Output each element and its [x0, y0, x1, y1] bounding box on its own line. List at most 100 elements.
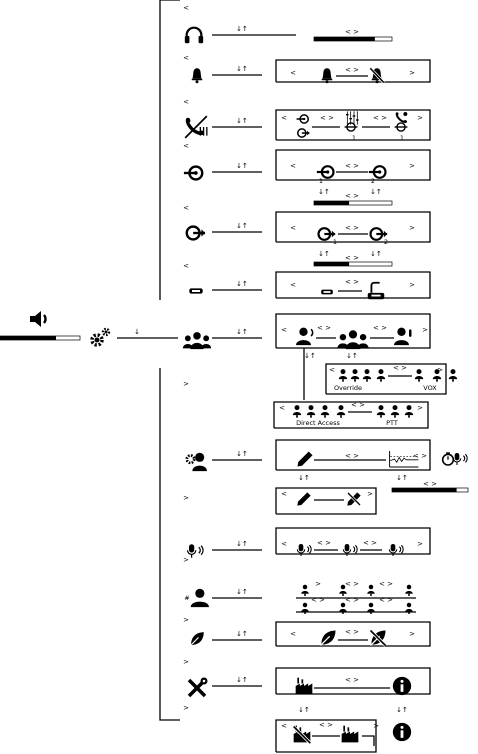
- headphone-level-fill: [314, 37, 375, 41]
- leftright-arrow: < >: [351, 401, 365, 409]
- updown-arrow: ↓↑: [396, 474, 408, 482]
- listen-sens-level-fill: [392, 488, 457, 492]
- updown-arrow: ↓↑: [318, 250, 330, 258]
- leftright-arrow: < >: [311, 596, 325, 604]
- user-group-icon: [337, 330, 369, 350]
- leftright-arrow: < >: [345, 162, 359, 170]
- user-settings-submenu: [275, 439, 431, 471]
- number-label: 1: [333, 238, 337, 246]
- person-icon: [338, 369, 348, 382]
- back-arrow: <: [183, 204, 189, 212]
- forward-arrow: >: [409, 162, 415, 170]
- person-icon: [404, 405, 414, 418]
- phone-icon: [321, 289, 333, 295]
- leftright-arrow: < >: [345, 28, 359, 36]
- person-icon: [320, 405, 330, 418]
- phone-stand-icon: [366, 281, 386, 301]
- leftright-arrow: < >: [423, 480, 437, 488]
- leftright-arrow: < >: [345, 192, 359, 200]
- back-arrow: <: [281, 540, 287, 548]
- forward-arrow: >: [417, 404, 423, 412]
- leftright-arrow: < >: [345, 596, 359, 604]
- user-hand-icon: [394, 327, 412, 346]
- leftright-arrow: < >: [373, 324, 387, 332]
- back-arrow: <: [183, 262, 189, 270]
- forward-arrow: >: [373, 722, 379, 730]
- forward-arrow: >: [417, 114, 423, 122]
- updown-arrow: ↓↑: [236, 328, 248, 336]
- leftright-arrow: < >: [345, 452, 359, 460]
- hash-label: #: [184, 594, 189, 602]
- person-icon: [367, 584, 375, 596]
- forward-arrow: >: [409, 630, 415, 638]
- updown-arrow: ↓↑: [236, 450, 248, 458]
- person-icon: [306, 405, 316, 418]
- leftright-arrow: < >: [393, 364, 407, 372]
- updown-arrow: ↓↑: [236, 630, 248, 638]
- info-icon: [392, 722, 412, 742]
- user-settings-icon: [185, 451, 208, 472]
- gear-icon: [90, 327, 111, 347]
- number-label: 1: [319, 177, 323, 185]
- back-arrow: <: [183, 54, 189, 62]
- back-arrow: <: [290, 162, 296, 170]
- pencil-icon: [297, 492, 311, 506]
- updown-arrow: ↓↑: [236, 540, 248, 548]
- person-icon: [376, 405, 386, 418]
- updown-arrow: ↓↑: [298, 474, 310, 482]
- person-icon: [292, 405, 302, 418]
- phone-person-icon: [395, 112, 408, 123]
- user-group-icon: [182, 332, 212, 350]
- back-arrow: <: [281, 722, 287, 730]
- back-arrow: <: [183, 98, 189, 106]
- microphone-icon: [186, 543, 204, 559]
- pencil-off-icon: [347, 492, 360, 505]
- phone-icon: [189, 288, 203, 294]
- factory-submenu: [275, 719, 377, 753]
- updown-arrow: ↓↑: [236, 280, 248, 288]
- person-icon: [350, 369, 360, 382]
- person-icon: [405, 584, 413, 596]
- number-label: 2: [371, 177, 375, 185]
- back-arrow: <: [281, 326, 287, 334]
- forward-arrow: >: [409, 69, 415, 77]
- leftright-arrow: < >: [345, 224, 359, 232]
- bell-icon: [191, 68, 203, 84]
- leftright-arrow: < >: [373, 114, 387, 122]
- forward-arrow: >: [367, 490, 373, 498]
- leftright-arrow: < >: [363, 539, 377, 547]
- volume-level-fill: [0, 336, 56, 340]
- leftright-arrow: < >: [320, 114, 334, 122]
- updown-arrow: ↓↑: [236, 588, 248, 596]
- back-arrow: <: [281, 490, 287, 498]
- updown-arrow: ↓↑: [370, 188, 382, 196]
- back-arrow: <: [290, 630, 296, 638]
- updown-arrow: ↓↑: [236, 676, 248, 684]
- updown-arrow: ↓↑: [236, 162, 248, 170]
- override-label: Override: [334, 384, 362, 392]
- updown-arrow: ↓↑: [318, 188, 330, 196]
- leaf-submenu: [275, 621, 431, 647]
- tools-icon: [187, 676, 210, 698]
- user-speaking-icon: [296, 326, 314, 346]
- bell-off-icon: [370, 68, 384, 83]
- updown-arrow: ↓↑: [236, 65, 248, 73]
- person-icon: [301, 584, 309, 596]
- factory-off-icon: [294, 726, 311, 744]
- forward-arrow: >: [417, 540, 423, 548]
- person-icon: [336, 405, 346, 418]
- listen-icon: [185, 225, 206, 241]
- talk-level-fill: [314, 201, 350, 205]
- leftright-arrow: < >: [379, 580, 393, 588]
- forward-arrow: >: [183, 704, 189, 712]
- talk-submenu: [275, 149, 431, 181]
- spine-top: [159, 0, 180, 300]
- mic-submenu: [275, 527, 431, 555]
- number-label: 1: [352, 134, 356, 142]
- pencil-submenu: [275, 487, 377, 515]
- leftright-arrow: < >: [317, 539, 331, 547]
- info-icon: [392, 676, 412, 696]
- down-arrow: ↓: [134, 328, 140, 336]
- microphone-icon: [452, 452, 468, 466]
